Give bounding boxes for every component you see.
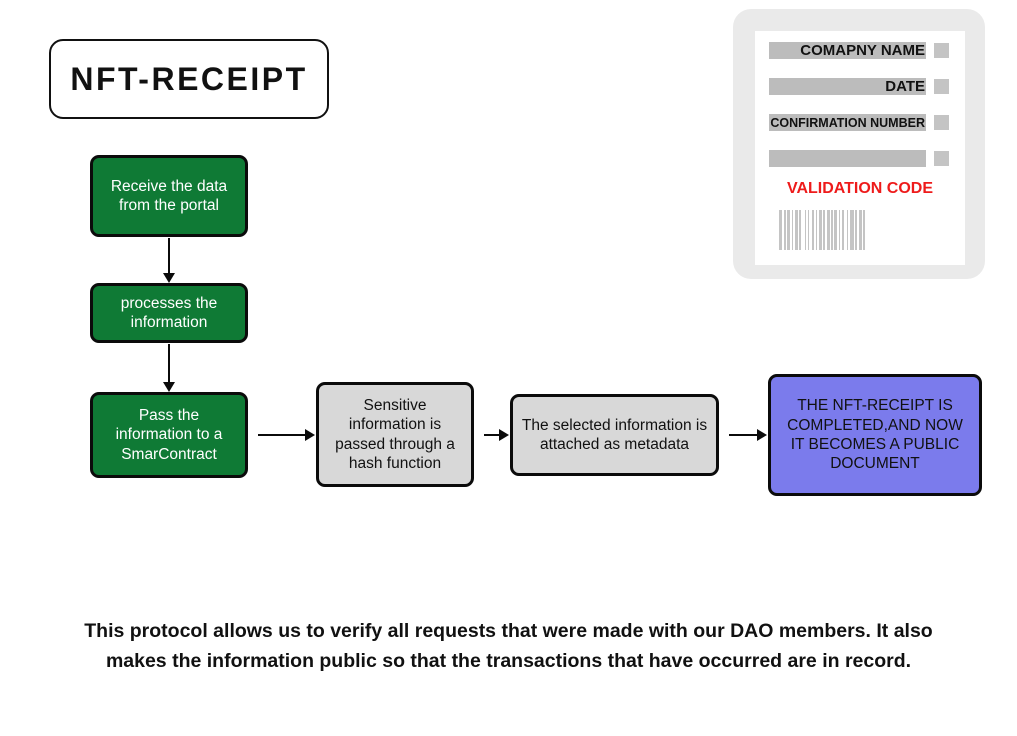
receipt-row-company-name: COMAPNY NAME — [769, 42, 926, 59]
arrow-pass-to-hash — [258, 429, 315, 441]
receipt-checkbox-square — [934, 115, 949, 130]
receipt-bar — [769, 78, 926, 95]
arrow-process-to-pass — [163, 344, 175, 392]
flow-node-metadata: The selected information is attached as … — [510, 394, 719, 476]
barcode-stripe — [805, 210, 806, 250]
barcode-stripe — [787, 210, 790, 250]
barcode-stripe — [839, 210, 840, 250]
barcode-stripe — [792, 210, 793, 250]
receipt-row-confirmation-number: CONFIRMATION NUMBER — [769, 114, 926, 131]
receipt-checkbox-square — [934, 79, 949, 94]
barcode-stripe — [842, 210, 844, 250]
receipt-row-label: DATE — [885, 78, 925, 95]
arrow-receive-to-process — [163, 238, 175, 283]
page-title-box: NFT-RECEIPT — [49, 39, 329, 119]
barcode-stripe — [812, 210, 814, 250]
barcode-stripe — [834, 210, 837, 250]
validation-code-label: VALIDATION CODE — [786, 180, 934, 197]
flow-node-receive: Receive the data from the portal — [90, 155, 248, 237]
barcode-stripe — [847, 210, 848, 250]
barcode-icon — [779, 210, 895, 250]
barcode-stripe — [816, 210, 817, 250]
flow-node-public: THE NFT-RECEIPT IS COMPLETED,AND NOW IT … — [768, 374, 982, 496]
barcode-stripe — [823, 210, 825, 250]
receipt-checkbox-square — [934, 43, 949, 58]
barcode-stripe — [831, 210, 833, 250]
receipt-row-blank — [769, 150, 926, 167]
receipt-bar — [769, 42, 926, 59]
barcode-stripe — [863, 210, 865, 250]
barcode-stripe — [865, 210, 868, 250]
barcode-stripe — [779, 210, 782, 250]
receipt-row-date: DATE — [769, 78, 926, 95]
barcode-stripe — [827, 210, 830, 250]
flow-node-process: processes the information — [90, 283, 248, 343]
flow-node-hash: Sensitive information is passed through … — [316, 382, 474, 487]
footer-caption: This protocol allows us to verify all re… — [0, 617, 1017, 676]
barcode-stripe — [850, 210, 854, 250]
receipt-row-label: CONFIRMATION NUMBER — [770, 115, 925, 130]
receipt-bar — [769, 150, 926, 167]
footer-caption-line-2: makes the information public so that the… — [105, 649, 912, 672]
receipt-row-label: COMAPNY NAME — [800, 42, 925, 59]
arrow-metadata-to-public — [729, 429, 767, 441]
flow-node-pass: Pass the information to a SmarContract — [90, 392, 248, 478]
barcode-stripe — [855, 210, 857, 250]
receipt-row-label — [769, 150, 926, 167]
barcode-stripe — [808, 210, 809, 250]
barcode-stripe — [784, 210, 786, 250]
barcode-stripe — [859, 210, 862, 250]
receipt-bar — [769, 114, 926, 131]
barcode-stripe — [819, 210, 822, 250]
barcode-stripe — [799, 210, 801, 250]
arrow-hash-to-metadata — [484, 429, 509, 441]
barcode-stripe — [795, 210, 798, 250]
footer-caption-line-1: This protocol allows us to verify all re… — [84, 620, 933, 642]
page-title: NFT-RECEIPT — [70, 60, 308, 97]
receipt-checkbox-square — [934, 151, 949, 166]
